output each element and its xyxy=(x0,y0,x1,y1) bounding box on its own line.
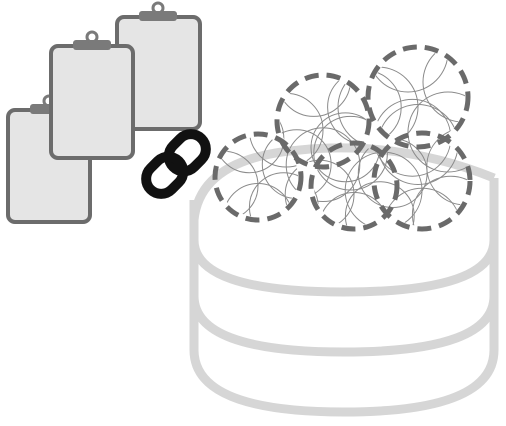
network-arc xyxy=(313,115,388,191)
dashed-cluster-circle xyxy=(308,140,400,232)
database-tier-line-1 xyxy=(189,239,499,297)
network-arc xyxy=(411,175,467,226)
database-top-rim xyxy=(189,143,496,221)
cluster-circles xyxy=(212,44,473,232)
dashed-cluster-circle xyxy=(274,72,372,170)
database-tier-line-2 xyxy=(189,295,499,357)
network-arc xyxy=(285,127,361,202)
clipboard-icon xyxy=(115,1,202,131)
dashed-cluster-circle xyxy=(371,130,473,232)
clipboard-clip-icon xyxy=(139,11,177,21)
network-arc xyxy=(319,191,389,226)
chain-link-icon xyxy=(141,129,211,199)
dashed-cluster-circle xyxy=(365,44,471,150)
clipboard-icon xyxy=(49,30,135,160)
clipboard-clip-icon xyxy=(73,40,111,50)
network-arc xyxy=(407,91,467,173)
dashed-cluster-circle xyxy=(212,131,304,223)
network-arc xyxy=(344,181,415,226)
network-arc xyxy=(383,187,461,226)
database-cylinder-icon xyxy=(189,143,499,417)
database-bottom-curve xyxy=(189,349,499,417)
